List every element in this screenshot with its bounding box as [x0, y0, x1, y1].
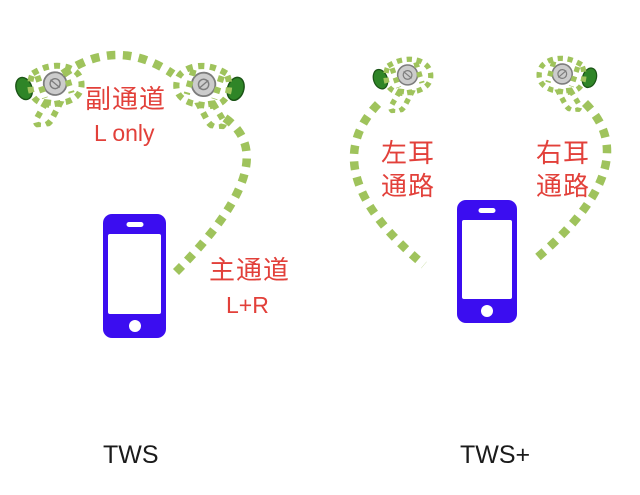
phone-screen: [108, 234, 161, 314]
tws-main-channel-link-arc: [172, 114, 251, 275]
tws-left-earbud-icon: [11, 59, 90, 129]
tws-primary-channel-mode: L+R: [226, 292, 269, 318]
tws-smartphone-icon: [103, 214, 166, 338]
tws-primary-channel-label: 主通道: [209, 256, 291, 285]
phone-home-button: [128, 320, 141, 332]
twsplus-right-ear-path-label: 右耳 通路: [531, 137, 595, 203]
tws-plus-caption: TWS+: [460, 441, 531, 469]
phone-home-button: [481, 305, 493, 317]
twsplus-right-earbud-icon: [532, 53, 600, 113]
left-ear-label-line1: 左耳: [380, 139, 435, 168]
tws-secondary-channel-mode: L only: [94, 120, 155, 146]
left-ear-label-line2: 通路: [380, 172, 435, 201]
phone-screen: [462, 220, 512, 299]
right-ear-label-line1: 右耳: [535, 139, 590, 168]
tws-secondary-channel-label: 副通道: [85, 85, 167, 114]
phone-speaker-slot: [126, 222, 143, 227]
phone-speaker-slot: [478, 208, 496, 213]
tws-right-earbud-icon: [169, 59, 247, 130]
tws-caption: TWS: [103, 441, 159, 469]
twsplus-left-earbud-icon: [370, 53, 439, 114]
twsplus-smartphone-icon: [457, 200, 517, 323]
right-ear-label-line2: 通路: [535, 172, 590, 201]
twsplus-left-ear-path-label: 左耳 通路: [376, 137, 440, 203]
